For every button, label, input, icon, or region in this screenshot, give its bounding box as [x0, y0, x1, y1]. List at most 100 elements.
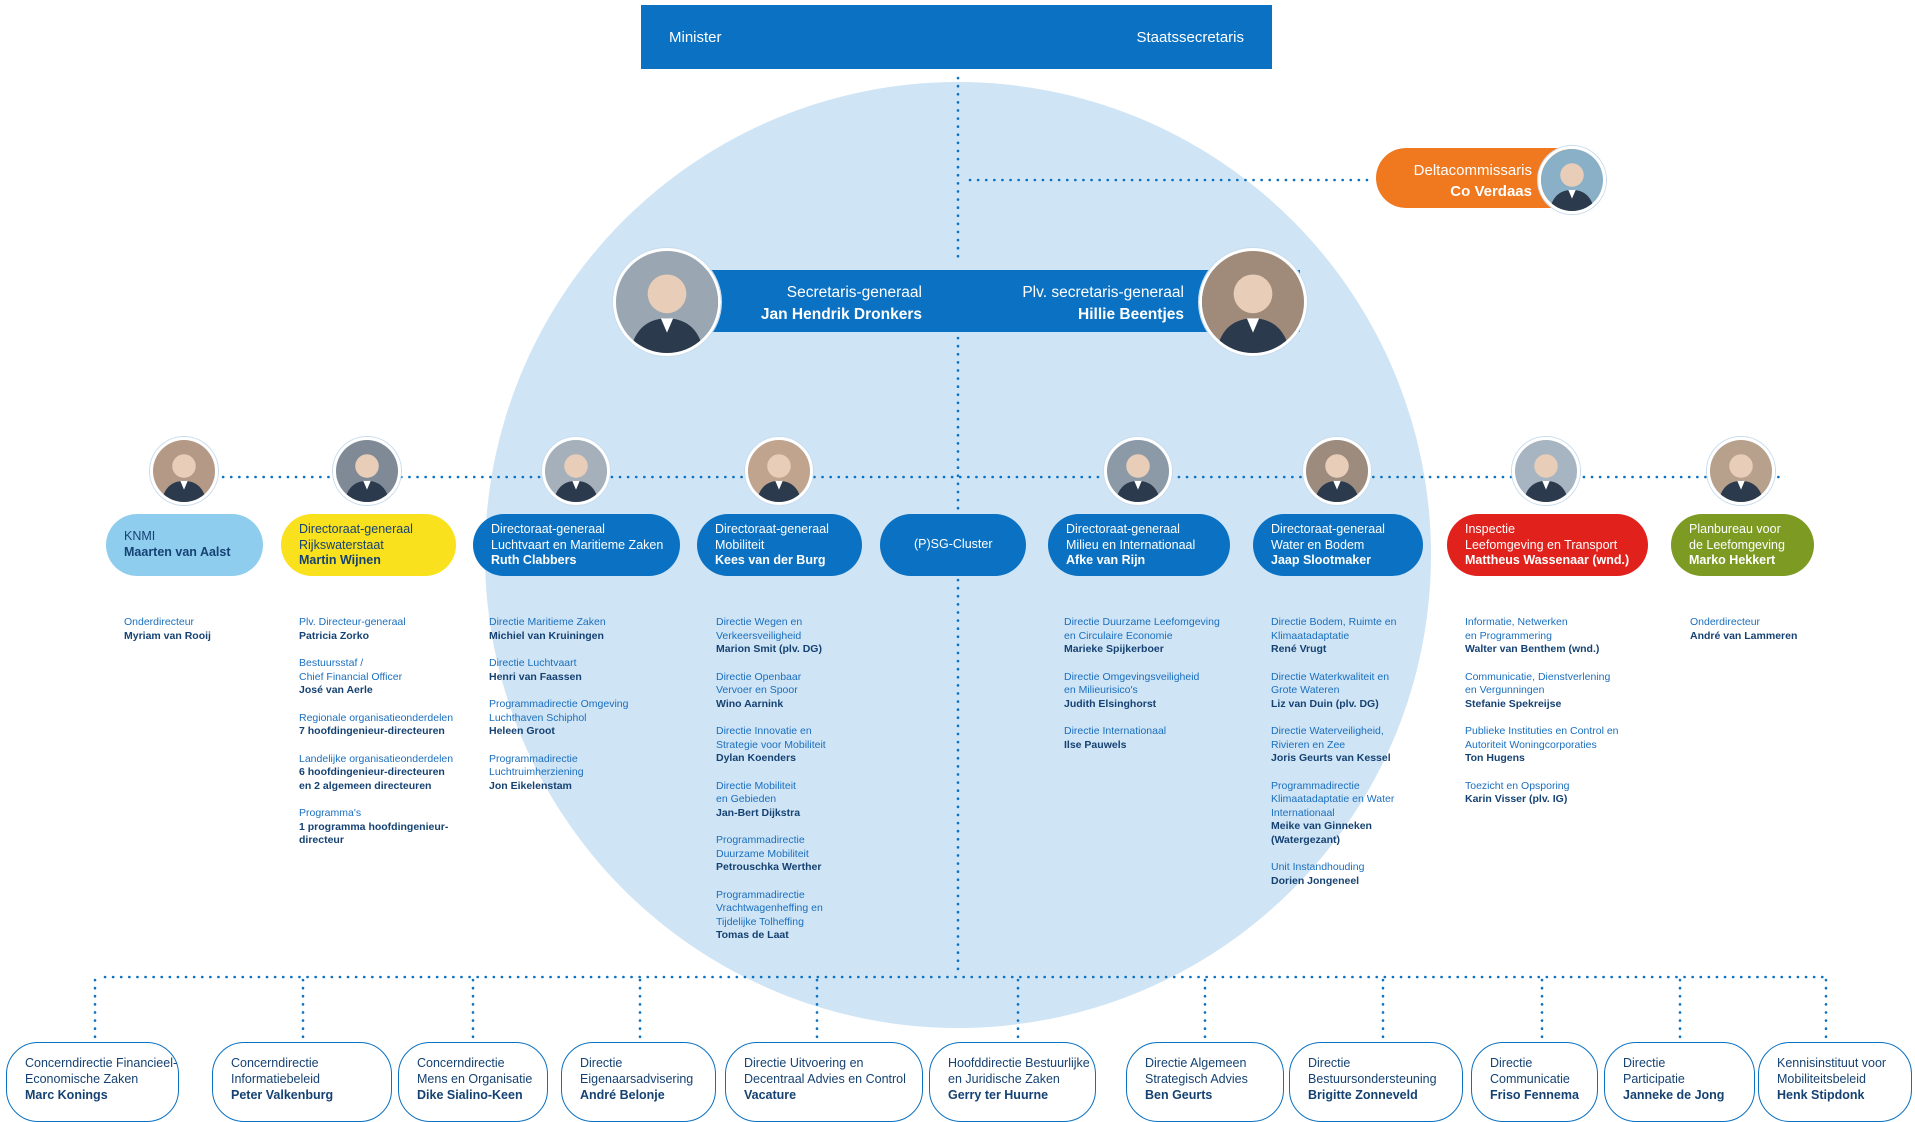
avatar-milieu — [1104, 437, 1172, 505]
subunit-label: Regionale organisatieonderdelen — [299, 711, 454, 724]
unit-line1: Inspectie — [1465, 522, 1516, 536]
sg-name: Jan Hendrik Dronkers — [760, 306, 922, 323]
avatar-rijkswaterstaat — [333, 437, 401, 505]
subunit-label: Directie Innovatie en Strategie voor Mob… — [716, 725, 826, 751]
bottom-unit-uitvoering: Directie Uitvoering en Decentraal Advies… — [725, 1042, 923, 1122]
subunit-name: José van Aerle — [299, 684, 373, 696]
bottom-unit-name: Marc Konings — [25, 1088, 108, 1102]
unit-line2: Mobiliteit — [715, 537, 765, 552]
bottom-unit-name: Vacature — [744, 1088, 797, 1102]
unit-rijkswaterstaat: Directoraat-generaal Rijkswaterstaat Mar… — [281, 514, 456, 576]
subunit-label: Unit Instandhouding — [1271, 861, 1365, 873]
subunit-name: 7 hoofdingenieur-directeuren — [299, 725, 445, 737]
unit-name: Mattheus Wassenaar (wnd.) — [1465, 553, 1630, 567]
subunit-name: Ton Hugens — [1465, 752, 1525, 764]
subunit: Programmadirectie Klimaatadaptatie en Wa… — [1271, 780, 1396, 848]
subunit-name: Marion Smit (plv. DG) — [716, 643, 822, 655]
unit-line2: Rijkswaterstaat — [299, 537, 384, 552]
bottom-unit-name: Janneke de Jong — [1623, 1088, 1725, 1102]
unit-line1: Directoraat-generaal — [1066, 522, 1180, 536]
unit-name: Marko Hekkert — [1689, 553, 1776, 567]
delta-title: Deltacommissaris — [1413, 162, 1532, 179]
subunit-name: Joris Geurts van Kessel — [1271, 752, 1391, 764]
bottom-unit-bestuurlijke-juridische-zaken: Hoofddirectie Bestuurlijke en Juridische… — [929, 1042, 1096, 1122]
delta-name: Co Verdaas — [1450, 183, 1532, 200]
avatar-secretaris-generaal — [613, 248, 721, 356]
person-icon — [1202, 251, 1304, 353]
subunit-label: Programmadirectie Omgeving Luchthaven Sc… — [489, 698, 629, 724]
subunit-name: Liz van Duin (plv. DG) — [1271, 697, 1379, 710]
bottom-unit-label: Hoofddirectie Bestuurlijke en Juridische… — [948, 1056, 1090, 1086]
subunit-name: Marieke Spijkerboer — [1064, 643, 1164, 655]
unit-planbureau: Planbureau voor de Leefomgeving Marko He… — [1671, 514, 1814, 576]
person-icon — [748, 440, 810, 502]
column-water-bodem: Directie Bodem, Ruimte en Klimaatadaptat… — [1271, 616, 1396, 902]
subunit-name: Heleen Groot — [489, 725, 555, 737]
subunit-label: Informatie, Netwerken en Programmering — [1465, 616, 1568, 642]
avatar-inspectie — [1512, 437, 1580, 505]
plv-sg-name: Hillie Beentjes — [1078, 306, 1184, 323]
subunit: Communicatie, Dienstverlening en Vergunn… — [1465, 671, 1619, 712]
avatar-luchtvaart — [542, 437, 610, 505]
subunit-label: Directie Luchtvaart — [489, 657, 577, 669]
subunit-name: Jon Eikelenstam — [489, 779, 572, 792]
unit-line1: KNMI — [124, 529, 156, 543]
bottom-unit-label: Concerndirectie Financieel- Economische … — [25, 1056, 178, 1086]
person-icon — [1515, 440, 1577, 502]
subunit-name: Myriam van Rooij — [124, 629, 211, 642]
avatar-deltacommissaris — [1538, 146, 1606, 214]
bottom-unit-name: Gerry ter Huurne — [948, 1088, 1049, 1102]
subunit-name: 1 programma hoofdingenieur- directeur — [299, 820, 449, 847]
unit-mobiliteit: Directoraat-generaal Mobiliteit Kees van… — [697, 514, 862, 576]
minister-label: Minister — [669, 29, 722, 46]
dotted-connectors — [93, 76, 1830, 1040]
unit-line2: Luchtvaart en Maritieme Zaken — [491, 537, 664, 552]
subunit-label: Landelijke organisatieonderdelen — [299, 752, 454, 765]
unit-psg-cluster: (P)SG-Cluster — [880, 514, 1026, 576]
subunit-label: Directie Omgevingsveiligheid en Milieuri… — [1064, 670, 1200, 697]
bottom-unit-label: Directie Bestuursondersteuning — [1308, 1056, 1437, 1086]
subunit-name: Wino Aarnink — [716, 697, 784, 710]
subunit-label: Directie Waterveiligheid, Rivieren en Ze… — [1271, 725, 1384, 751]
unit-line1: Directoraat-generaal — [299, 522, 413, 536]
subunit-label: Onderdirecteur — [124, 616, 195, 628]
subunit-name: André van Lammeren — [1690, 629, 1798, 642]
unit-line1: Planbureau voor — [1689, 522, 1781, 536]
unit-line2: de Leefomgeving — [1689, 537, 1785, 552]
unit-name: Maarten van Aalst — [124, 544, 231, 559]
unit-line1: Directoraat-generaal — [715, 522, 829, 536]
unit-line1: Directoraat-generaal — [491, 522, 605, 536]
unit-line1: (P)SG-Cluster — [914, 537, 993, 551]
unit-line2: Water en Bodem — [1271, 537, 1365, 552]
bottom-unit-name: Henk Stipdonk — [1777, 1088, 1865, 1102]
avatar-planbureau — [1707, 437, 1775, 505]
unit-knmi: KNMI Maarten van Aalst — [106, 514, 263, 576]
subunit-name: Karin Visser (plv. IG) — [1465, 793, 1568, 805]
subunit: Directie Innovatie en Strategie voor Mob… — [716, 725, 826, 766]
bottom-unit-label: Directie Eigenaarsadvisering — [580, 1056, 694, 1086]
person-icon — [545, 440, 607, 502]
subunit-label: Bestuursstaf / Chief Financial Officer — [299, 657, 403, 683]
unit-name: Kees van der Burg — [715, 553, 826, 567]
subunit-name: 6 hoofdingenieur-directeuren en 2 algeme… — [299, 766, 445, 792]
